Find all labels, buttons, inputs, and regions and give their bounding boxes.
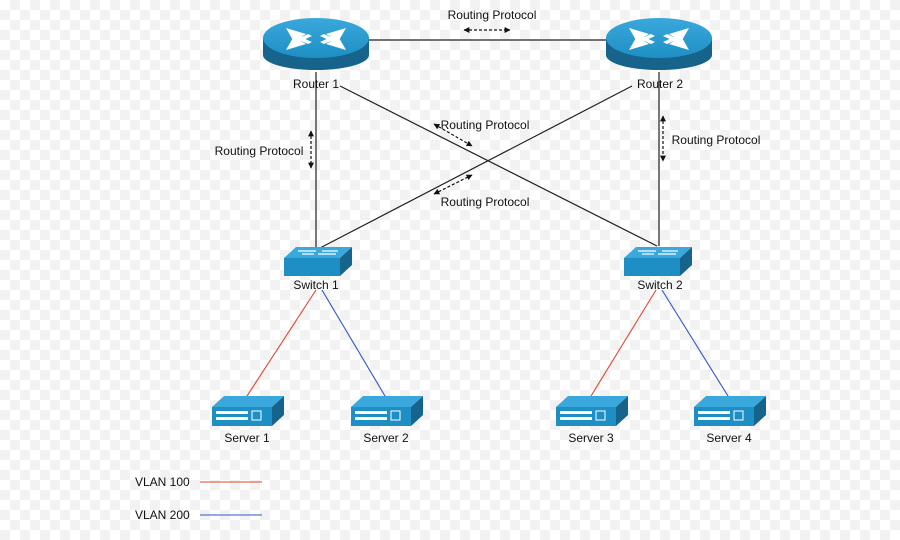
- server-3-label: Server 3: [568, 431, 614, 445]
- link-router1-switch2: [339, 85, 658, 247]
- router-top: [263, 18, 369, 58]
- protocol-label-cross-lower: Routing Protocol: [441, 195, 530, 209]
- router-arrows-icon: [629, 28, 689, 50]
- protocol-label-right: Routing Protocol: [672, 133, 761, 147]
- switch-2-label: Switch 2: [637, 278, 683, 292]
- router-2: [606, 18, 712, 70]
- protocol-arrows: [308, 27, 666, 195]
- server-4-label: Server 4: [706, 431, 752, 445]
- server-4: [694, 396, 766, 426]
- server-2-label: Server 2: [363, 431, 409, 445]
- server-slot-icon: [355, 411, 387, 414]
- switch-1: [284, 247, 352, 276]
- link-switch1-server2: [321, 289, 386, 397]
- switch-arrows-icon: [298, 250, 338, 255]
- switch-top: [284, 247, 352, 258]
- legend-vlan100-label: VLAN 100: [135, 475, 190, 489]
- router-top: [606, 18, 712, 58]
- link-switch1-server1: [246, 289, 317, 397]
- protocol-label-top: Routing Protocol: [448, 8, 537, 22]
- router-1-label: Router 1: [293, 77, 339, 91]
- switch-front: [624, 258, 680, 276]
- switch-side: [340, 247, 352, 276]
- protocol-arrow-cross-upper: [433, 123, 473, 147]
- links: [246, 39, 729, 397]
- link-router2-switch1: [317, 85, 633, 250]
- protocol-label-cross-upper: Routing Protocol: [441, 118, 530, 132]
- router-1: [263, 18, 369, 70]
- link-switch2-server4: [661, 289, 729, 397]
- protocol-label-left: Routing Protocol: [215, 144, 304, 158]
- legend-vlan200-label: VLAN 200: [135, 508, 190, 522]
- router-2-label: Router 2: [637, 77, 683, 91]
- switch-top: [624, 247, 692, 258]
- server-1: [212, 396, 284, 426]
- server-slot-icon: [560, 411, 592, 414]
- server-slot-icon: [216, 411, 248, 414]
- server-3: [556, 396, 628, 426]
- switch-2: [624, 247, 692, 276]
- switch-side: [680, 247, 692, 276]
- server-slot-icon: [698, 411, 730, 414]
- router-arrows-icon: [286, 28, 346, 50]
- legend: VLAN 100 VLAN 200: [135, 475, 262, 522]
- server-2: [351, 396, 423, 426]
- link-switch2-server3: [590, 289, 657, 397]
- switch-front: [284, 258, 340, 276]
- protocol-arrow-cross-lower: [433, 174, 473, 195]
- server-1-label: Server 1: [224, 431, 270, 445]
- switch-arrows-icon: [638, 250, 678, 255]
- switch-1-label: Switch 1: [293, 278, 339, 292]
